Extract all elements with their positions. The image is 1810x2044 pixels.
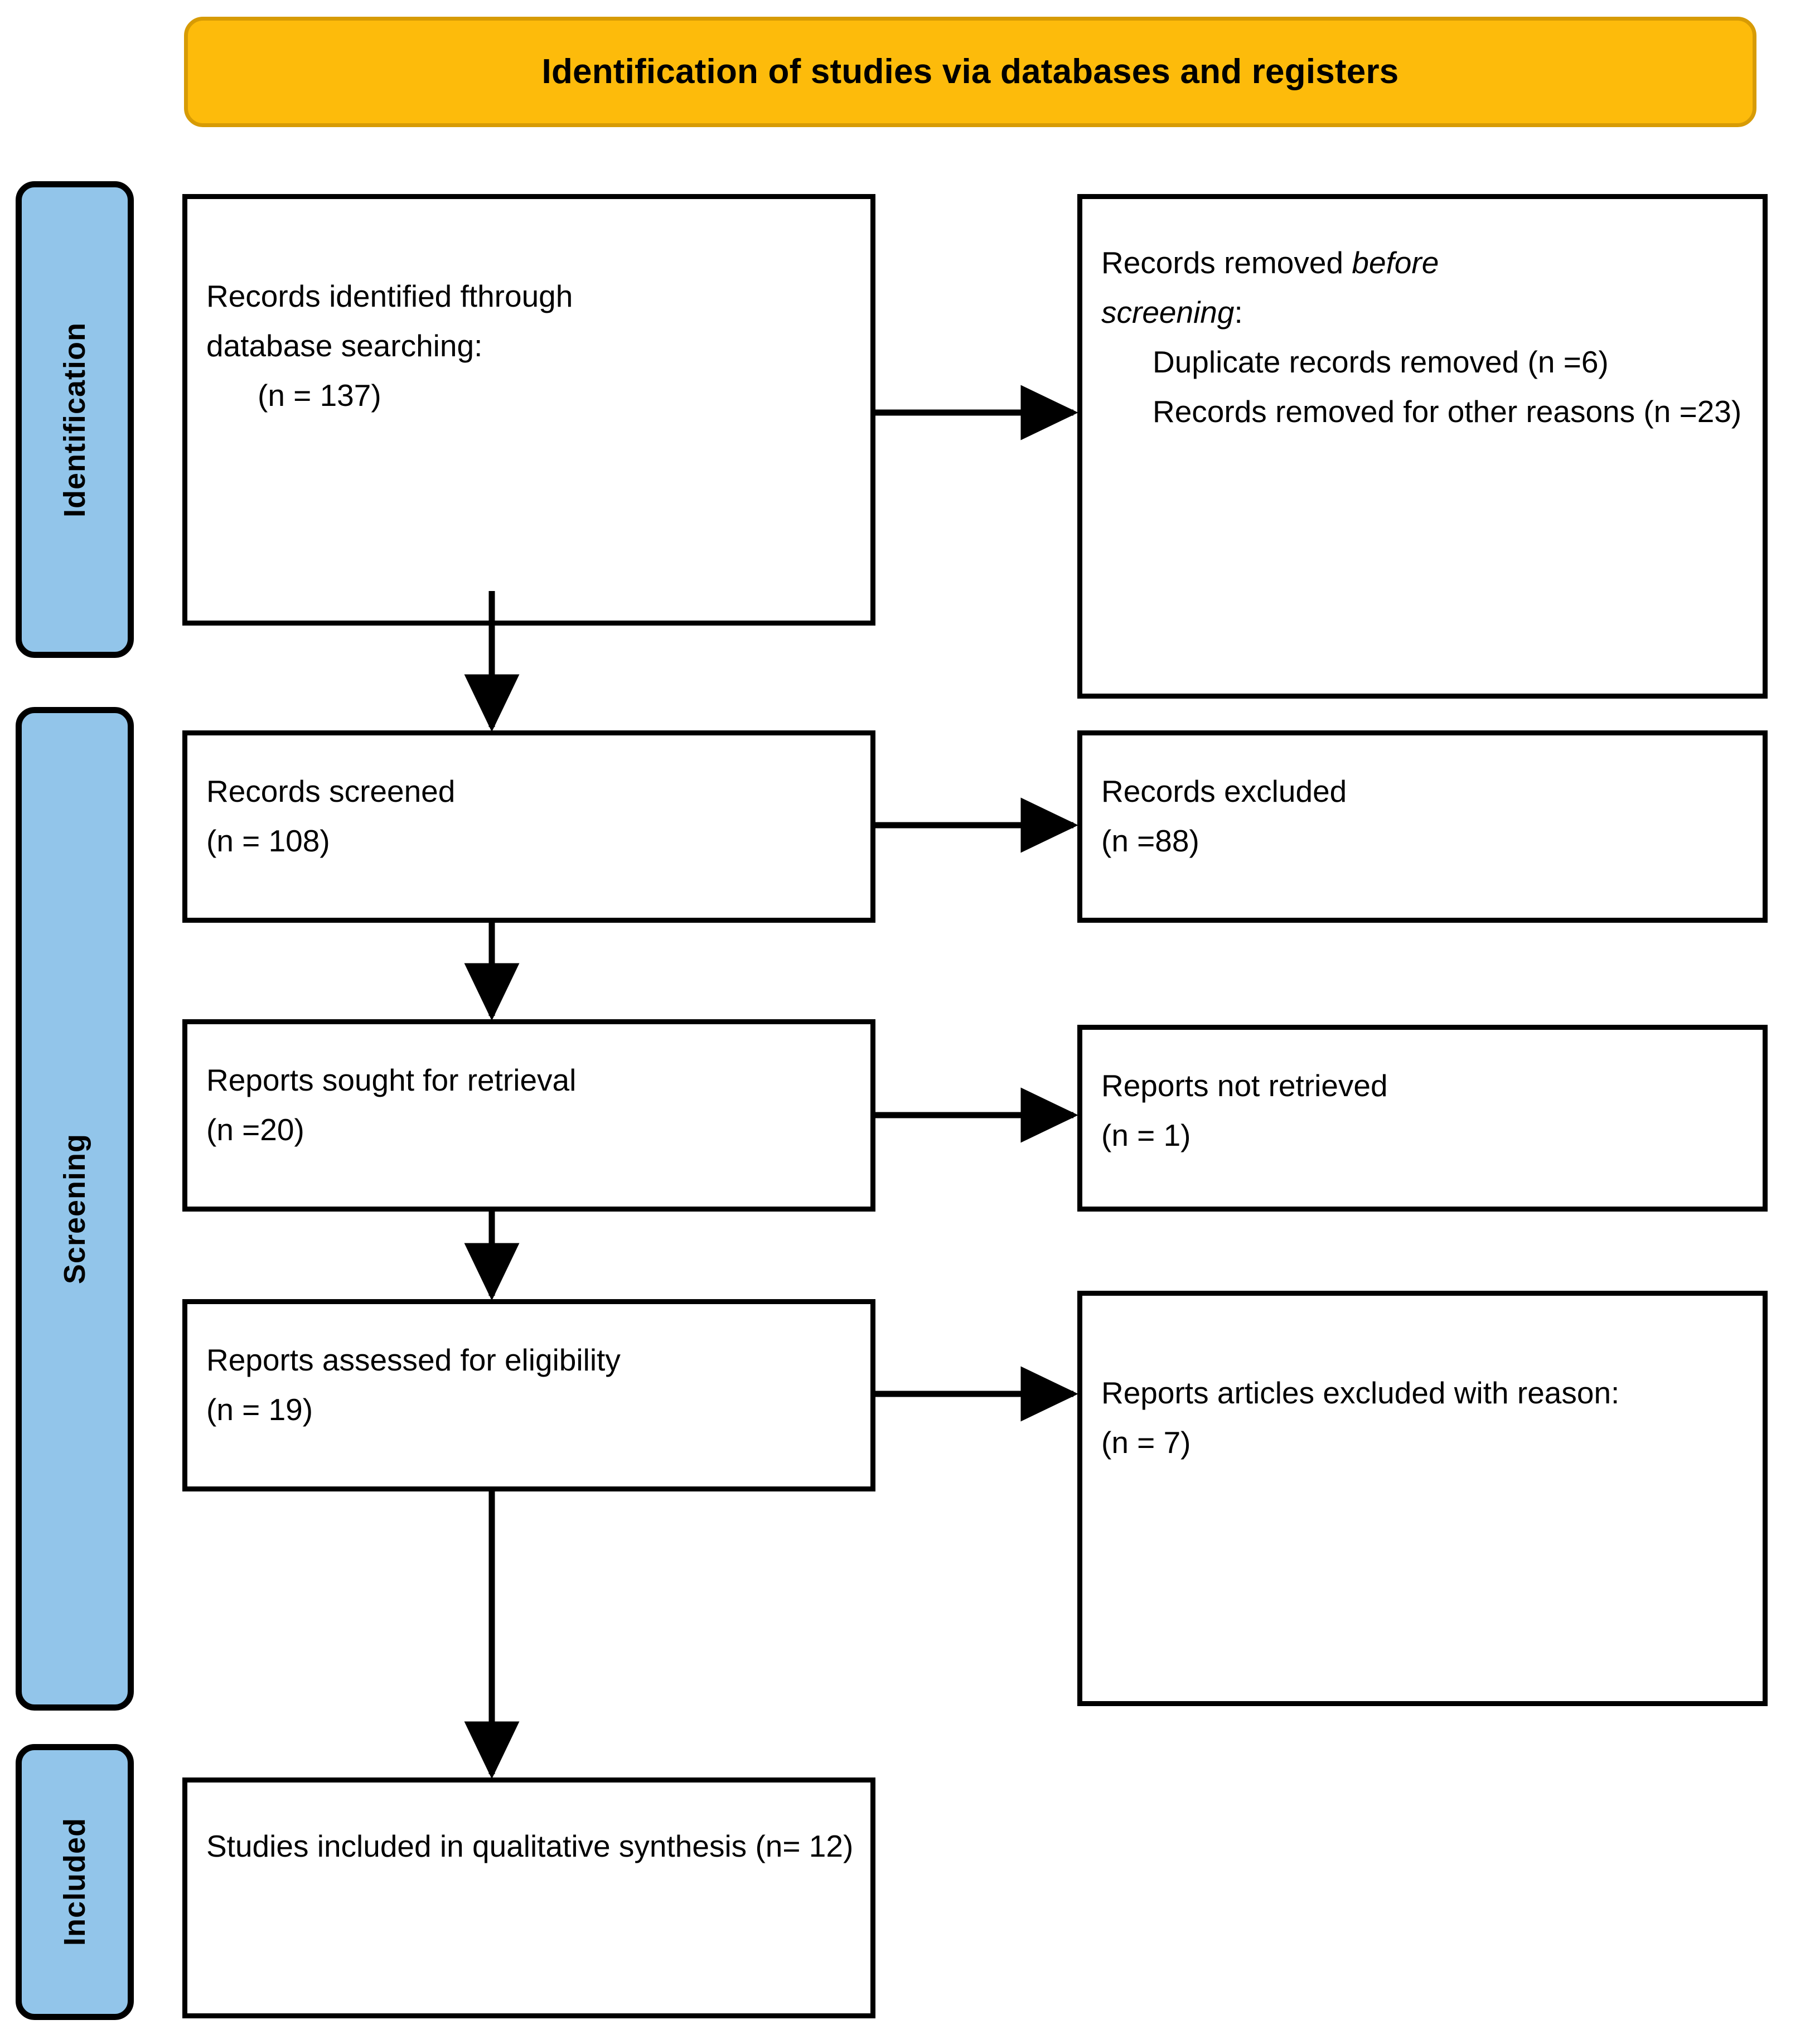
records-removed-other-reasons: Records removed for other reasons (n =23… <box>1153 394 1742 429</box>
reports-assessed-line1: Reports assessed for eligibility <box>206 1343 621 1377</box>
diagram-title-banner: Identification of studies via databases … <box>184 17 1756 127</box>
box-records-removed-before-screening: Records removed before screening: Duplic… <box>1077 194 1768 699</box>
records-identified-line1: Records identified fthrough <box>206 279 573 313</box>
reports-excluded-reason: Reports articles excluded with reason: <box>1101 1375 1620 1410</box>
box-reports-not-retrieved: Reports not retrieved (n = 1) <box>1077 1025 1768 1212</box>
reports-excluded-count: (n = 7) <box>1101 1425 1191 1460</box>
stage-band-identification: Identification <box>16 181 134 658</box>
box-records-excluded: Records excluded (n =88) <box>1077 730 1768 923</box>
records-screened-line1: Records screened <box>206 774 456 808</box>
reports-sought-line1: Reports sought for retrieval <box>206 1063 577 1097</box>
records-identified-line2: database searching: <box>206 328 483 364</box>
records-removed-heading-italic-before: before <box>1352 245 1439 280</box>
stage-band-included: Included <box>16 1744 134 2020</box>
records-removed-heading: Records removed before <box>1101 238 1746 288</box>
box-studies-included: Studies included in qualitative synthesi… <box>182 1777 875 2018</box>
box-reports-sought-for-retrieval: Reports sought for retrieval (n =20) <box>182 1019 875 1212</box>
records-removed-heading-italic-screening: screening <box>1101 295 1235 330</box>
records-excluded-line1: Records excluded <box>1101 774 1347 808</box>
studies-included-text: Studies included in qualitative synthesi… <box>206 1829 854 1863</box>
records-removed-heading-pre: Records removed <box>1101 245 1352 280</box>
records-removed-duplicates: Duplicate records removed (n =6) <box>1153 345 1609 380</box>
reports-sought-count: (n =20) <box>206 1112 304 1147</box>
box-records-identified: Records identified fthrough database sea… <box>182 194 875 626</box>
stage-band-screening: Screening <box>16 707 134 1711</box>
box-reports-assessed-for-eligibility: Reports assessed for eligibility (n = 19… <box>182 1299 875 1491</box>
records-screened-count: (n = 108) <box>206 824 330 859</box>
records-identified-count: (n = 137) <box>258 378 381 413</box>
diagram-title-text: Identification of studies via databases … <box>541 52 1399 91</box>
stage-band-included-label: Included <box>58 1818 91 1946</box>
box-records-screened: Records screened (n = 108) <box>182 730 875 923</box>
box-reports-excluded-with-reason: Reports articles excluded with reason: (… <box>1077 1291 1768 1706</box>
stage-band-screening-label: Screening <box>58 1133 91 1285</box>
records-removed-heading-colon: : <box>1234 295 1243 330</box>
records-excluded-count: (n =88) <box>1101 824 1199 859</box>
records-removed-heading-line2: screening: <box>1101 288 1746 337</box>
reports-not-retrieved-count: (n = 1) <box>1101 1118 1191 1153</box>
stage-band-identification-label: Identification <box>58 322 91 517</box>
reports-assessed-count: (n = 19) <box>206 1392 313 1427</box>
reports-not-retrieved-line1: Reports not retrieved <box>1101 1068 1388 1103</box>
